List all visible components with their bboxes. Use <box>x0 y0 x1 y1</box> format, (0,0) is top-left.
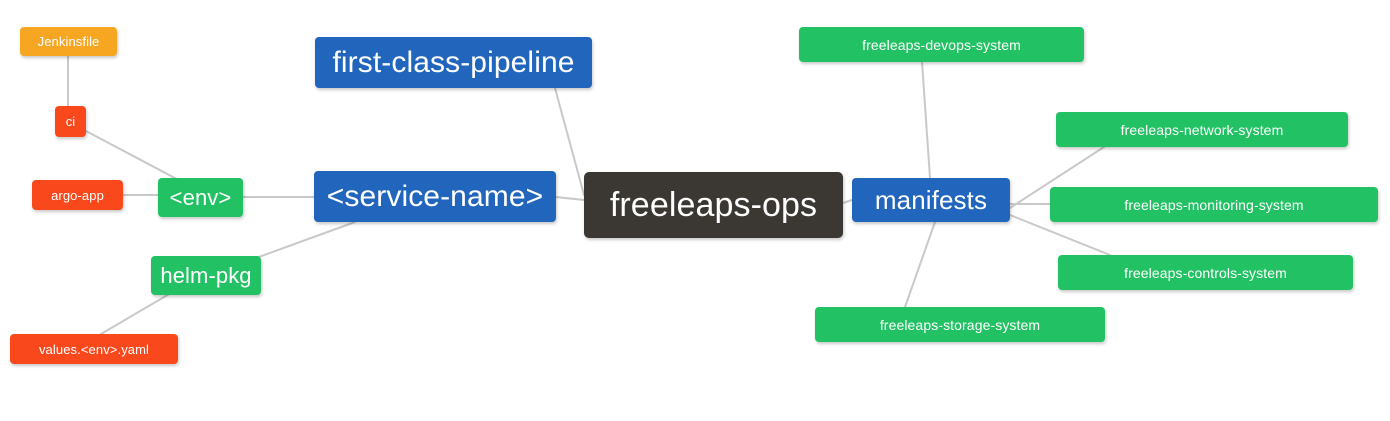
node-service[interactable]: <service-name> <box>314 171 556 222</box>
node-pipeline[interactable]: first-class-pipeline <box>315 37 592 88</box>
node-label-argoapp: argo-app <box>51 187 104 203</box>
node-network[interactable]: freeleaps-network-system <box>1056 112 1348 147</box>
node-ci[interactable]: ci <box>55 106 86 137</box>
node-label-jenkinsfile: Jenkinsfile <box>37 34 100 49</box>
node-helmpkg[interactable]: helm-pkg <box>151 256 261 295</box>
node-valuesyaml[interactable]: values.<env>.yaml <box>10 334 178 364</box>
node-label-storage: freeleaps-storage-system <box>879 316 1041 333</box>
node-label-helmpkg: helm-pkg <box>160 262 252 288</box>
node-label-manifests: manifests <box>874 185 988 215</box>
node-label-devops: freeleaps-devops-system <box>862 36 1021 53</box>
node-label-env: <env> <box>169 184 232 210</box>
node-label-root: freeleaps-ops <box>609 186 818 224</box>
node-manifests[interactable]: manifests <box>852 178 1010 222</box>
node-jenkinsfile[interactable]: Jenkinsfile <box>20 27 117 56</box>
node-label-network: freeleaps-network-system <box>1120 121 1284 138</box>
node-label-ci: ci <box>65 114 76 129</box>
node-argoapp[interactable]: argo-app <box>32 180 123 210</box>
node-devops[interactable]: freeleaps-devops-system <box>799 27 1084 62</box>
edge-manifests-to-storage <box>904 221 936 308</box>
edge-root-to-pipeline <box>554 87 585 196</box>
edge-manifests-to-devops <box>921 61 931 179</box>
node-label-pipeline: first-class-pipeline <box>332 45 575 79</box>
edge-root-to-service <box>555 196 585 201</box>
edge-root-to-manifests <box>842 199 853 204</box>
node-label-controls: freeleaps-controls-system <box>1124 264 1287 281</box>
node-label-valuesyaml: values.<env>.yaml <box>38 341 150 357</box>
node-env[interactable]: <env> <box>158 178 243 217</box>
edge-helmpkg-to-valuesyaml <box>100 289 177 335</box>
node-monitoring[interactable]: freeleaps-monitoring-system <box>1050 187 1378 222</box>
node-label-service: <service-name> <box>326 179 544 213</box>
node-storage[interactable]: freeleaps-storage-system <box>815 307 1105 342</box>
edge-service-to-helmpkg <box>244 221 356 263</box>
node-label-monitoring: freeleaps-monitoring-system <box>1124 196 1304 213</box>
node-controls[interactable]: freeleaps-controls-system <box>1058 255 1353 290</box>
node-root[interactable]: freeleaps-ops <box>584 172 843 238</box>
